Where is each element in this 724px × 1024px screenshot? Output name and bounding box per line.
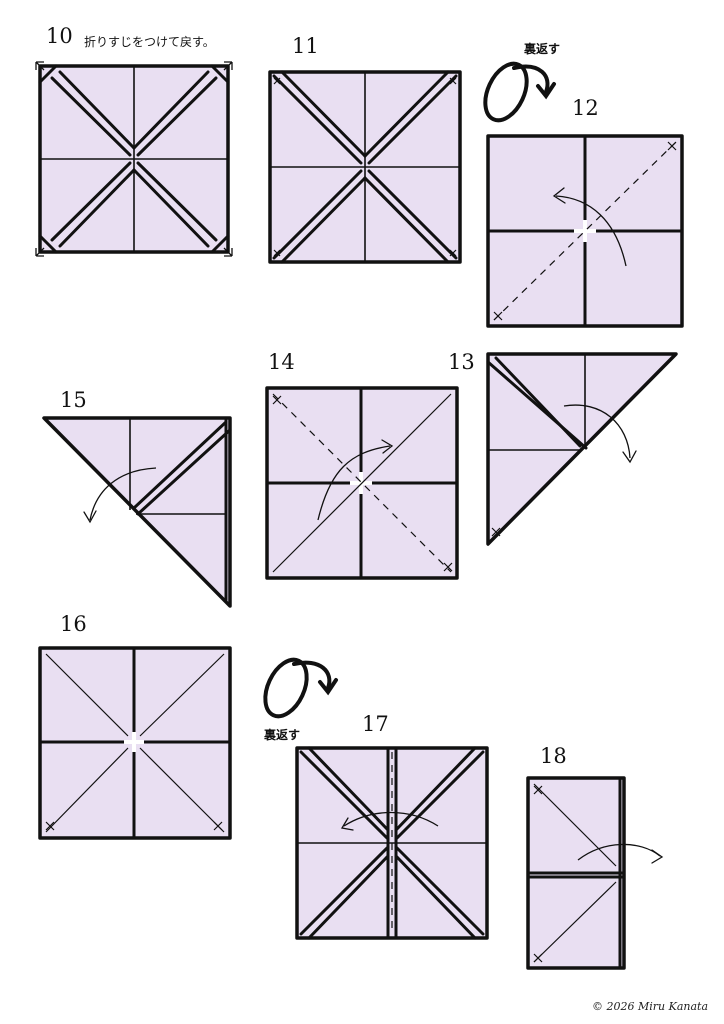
step-14-number: 14 [268,350,295,374]
step-10-diagram [35,61,233,257]
step-12-number: 12 [572,96,599,120]
step-13-diagram [486,352,678,546]
turn-over-icon-2 [263,657,338,719]
turn-over-label-2: 裏返す [264,728,301,742]
step-15-diagram [42,416,232,608]
step-18-number: 18 [540,744,567,768]
step-12-diagram [486,134,684,328]
step-16-number: 16 [60,612,87,636]
step-17-number: 17 [362,712,389,736]
step-16-diagram [38,646,232,840]
step-10-number: 10 [46,24,73,48]
step-18-diagram [526,776,664,970]
step-11-number: 11 [292,34,319,58]
step-13-number: 13 [448,350,475,374]
copyright: © 2026 Miru Kanata [592,1000,709,1013]
step-10-instruction: 折りすじをつけて戻す。 [84,35,215,49]
step-15-number: 15 [60,388,87,412]
step-14-diagram [265,386,459,580]
turn-over-icon [483,61,556,123]
turn-over-label: 裏返す [524,42,561,56]
step-17-diagram [295,746,489,940]
step-11-diagram [268,70,462,264]
